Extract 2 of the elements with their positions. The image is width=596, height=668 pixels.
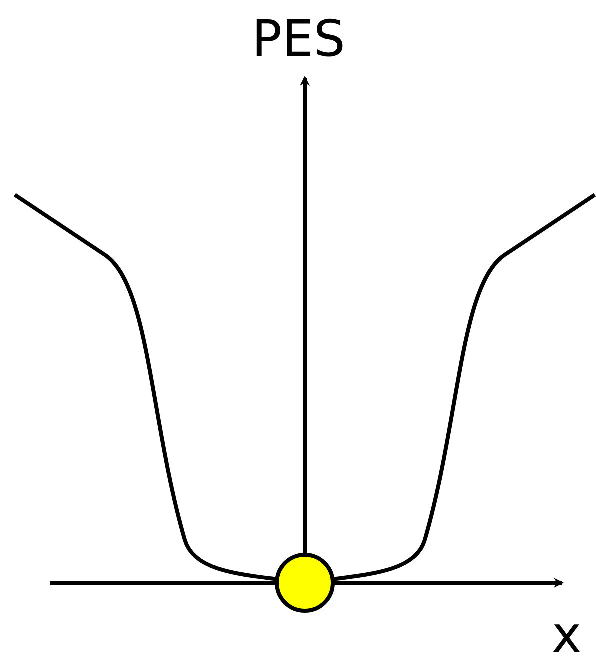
y-axis-label: PES — [252, 14, 346, 64]
x-axis-label: x — [552, 610, 582, 660]
